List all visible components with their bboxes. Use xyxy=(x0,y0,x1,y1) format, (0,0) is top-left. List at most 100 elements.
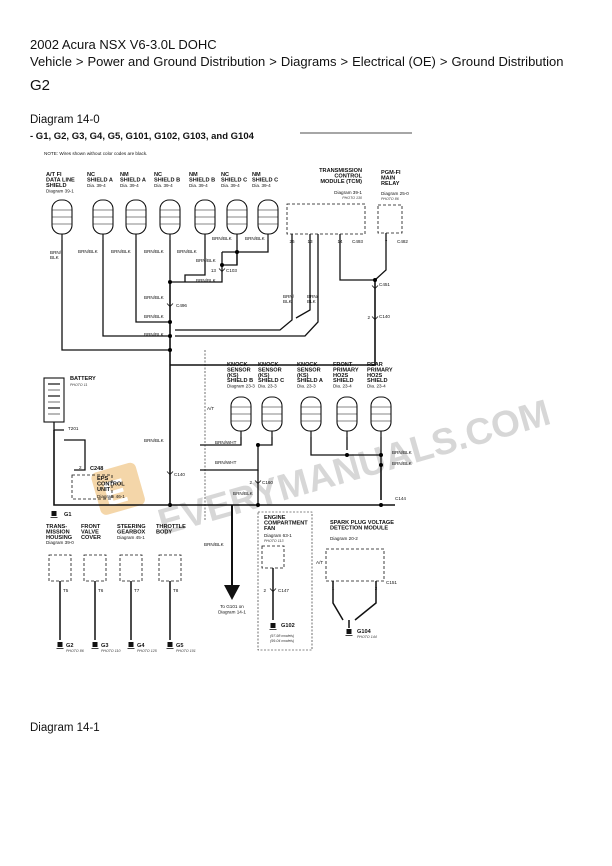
c147-label: C147 xyxy=(278,588,289,593)
breadcrumb-electrical-oe[interactable]: Electrical (OE) xyxy=(352,54,436,69)
wire xyxy=(339,234,375,281)
g104-label: G104 xyxy=(357,629,372,635)
component-name: SHIELD A xyxy=(297,378,323,384)
component-name: DATA LINE xyxy=(46,178,75,184)
component-name: NM xyxy=(120,172,129,178)
wire xyxy=(258,437,273,446)
breadcrumb-separator: > xyxy=(75,54,84,69)
component-name: MISSION xyxy=(46,529,70,535)
component-ref: Dia. 23-4 xyxy=(333,384,352,389)
breadcrumb-power-ground[interactable]: Power and Ground Distribution xyxy=(87,54,266,69)
ground-symbol xyxy=(127,642,135,649)
terminal-label: T7 xyxy=(134,588,140,593)
component-name: FRONT xyxy=(333,362,353,368)
shield-connector xyxy=(226,199,248,240)
wire xyxy=(170,252,223,283)
component-name: KNOCK xyxy=(227,362,248,368)
component-name: SHIELD C xyxy=(221,178,247,184)
watermark-logo: E xyxy=(91,462,145,515)
component-name: TRANS- xyxy=(46,524,67,530)
component-name: SHIELD A xyxy=(120,178,146,184)
ground-block xyxy=(92,642,98,647)
c140-lower-label: C140 xyxy=(174,472,185,477)
component-ref: Dia. 23-4 xyxy=(367,384,386,389)
c151-label: C151 xyxy=(386,580,397,585)
splice-dot xyxy=(235,250,239,254)
shield-connector xyxy=(159,199,181,240)
ground-label: G3 xyxy=(101,643,108,649)
wire-color-label: BRN/BLK xyxy=(144,249,165,254)
terminal-label: T8 xyxy=(173,588,179,593)
component-name: SENSOR xyxy=(297,367,321,373)
c140-label: C140 xyxy=(379,314,390,319)
fan-region xyxy=(257,511,313,651)
component-name: STEERING xyxy=(117,524,146,530)
wire-color-label: BRN/BLK xyxy=(392,461,413,466)
ground-g104 xyxy=(345,629,353,636)
spark-ref: Diagram 20-2 xyxy=(330,536,358,541)
wires xyxy=(53,233,395,651)
ground-g1 xyxy=(50,511,58,518)
c147-connector xyxy=(269,588,277,593)
battery-body xyxy=(43,377,65,423)
component-name: BODY xyxy=(156,529,172,535)
wire-color-label: BRN/BLK xyxy=(144,438,165,443)
diagram-label-top: Diagram 14-0 xyxy=(30,114,100,126)
component-ref: Diagram 45-1 xyxy=(117,535,145,540)
component-name: KNOCK xyxy=(258,362,279,368)
component-name: SHIELD xyxy=(46,183,67,189)
diagram-label-bottom: Diagram 14-1 xyxy=(30,722,100,734)
component-name: SENSOR xyxy=(258,367,282,373)
wire xyxy=(64,439,86,471)
fan-box xyxy=(261,545,285,569)
breadcrumb-separator: > xyxy=(439,54,448,69)
splice-dot xyxy=(379,463,383,467)
wire-color-label: BRN/BLK xyxy=(233,491,254,496)
wire xyxy=(200,437,242,446)
component-name: COVER xyxy=(81,535,101,541)
wire xyxy=(175,234,319,337)
breadcrumb-vehicle[interactable]: Vehicle xyxy=(30,54,72,69)
wire-color-label: BRN/BLK xyxy=(196,278,217,283)
pin-2-c151: 2 xyxy=(375,586,378,591)
wire xyxy=(222,251,238,265)
wire-color-label: BRN/BLK xyxy=(144,332,165,337)
diagram-note: NOTE: Wires shown without color codes ar… xyxy=(44,151,147,156)
c496-connector xyxy=(166,303,174,308)
ground-block xyxy=(51,511,57,516)
pin-2-c160: 2 xyxy=(249,480,252,485)
page-title: 2002 Acura NSX V6-3.0L DOHC xyxy=(30,37,217,52)
sensor-shield xyxy=(261,396,283,437)
component-ref: Dia. 39-4 xyxy=(154,183,173,188)
pgm-relay-name: RELAY xyxy=(381,181,400,187)
pgm-relay-box xyxy=(377,204,403,234)
wire-color-label: BRN/ xyxy=(283,294,295,299)
component-name: FRONT xyxy=(81,524,101,530)
wire-color-label: BRN/BLK xyxy=(245,236,266,241)
ground-label: G4 xyxy=(137,643,145,649)
ground-photo: PHOTO 86 xyxy=(66,649,84,653)
pin-13: 13 xyxy=(307,239,313,244)
g1-label: G1 xyxy=(64,512,71,518)
wire xyxy=(237,240,269,253)
wire xyxy=(135,240,170,323)
breadcrumb-diagrams[interactable]: Diagrams xyxy=(280,54,337,69)
ground-symbol xyxy=(91,642,99,649)
component-name: SHIELD C xyxy=(258,378,284,384)
ground-label: G2 xyxy=(66,643,73,649)
breadcrumb-ground-distribution[interactable]: Ground Distribution xyxy=(451,54,564,69)
g102-label: G102 xyxy=(281,623,295,629)
component-name: NC xyxy=(221,172,229,178)
sensor-shield xyxy=(370,396,392,437)
pin-2-c147: 2 xyxy=(263,588,266,593)
c103-label: C103 xyxy=(226,268,237,273)
splice-dot xyxy=(168,348,172,352)
wire-color-label: BRN/BLK xyxy=(196,258,217,263)
section-subtitle: G2 xyxy=(30,77,51,94)
sensor-shield xyxy=(336,396,358,437)
ground-symbol xyxy=(56,642,64,649)
wire xyxy=(184,240,206,282)
component-ref: Dia. 23-3 xyxy=(297,384,316,389)
wire-color-label: BRN/BLK xyxy=(144,295,165,300)
wire-color-label: BLK xyxy=(307,299,317,304)
